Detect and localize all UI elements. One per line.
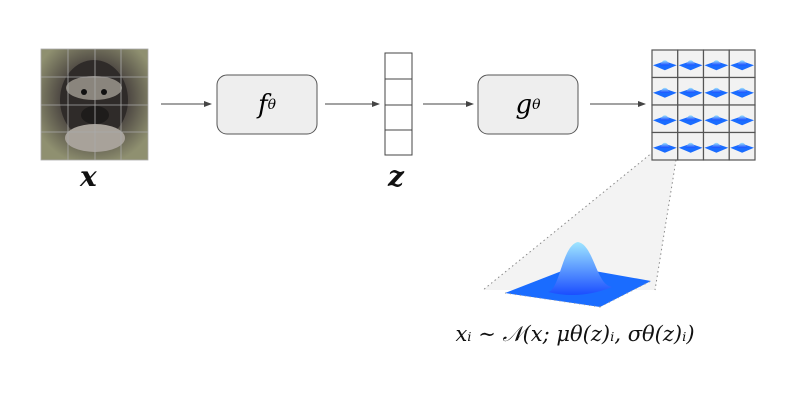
- output-cell-gaussian: [677, 50, 704, 78]
- latent-vector: [384, 52, 413, 156]
- output-cell-gaussian: [652, 50, 678, 78]
- output-cell-border: [728, 131, 756, 161]
- output-cell-gaussian: [677, 77, 704, 105]
- input-label: x: [80, 160, 97, 193]
- zoom-line-left: [482, 151, 654, 291]
- output-cell-gaussian: [729, 105, 755, 133]
- output-cell-gaussian: [652, 105, 678, 133]
- output-cell-gaussian: [703, 132, 730, 160]
- zoom-cone: [483, 152, 676, 290]
- encoder-box: [216, 74, 318, 135]
- output-cell-gaussian: [703, 77, 730, 105]
- output-cell-gaussian: [703, 105, 730, 133]
- output-cell-gaussian: [729, 50, 755, 78]
- output-cell-gaussian: [677, 132, 704, 160]
- decoder-subscript: θ: [532, 96, 541, 113]
- encoder-symbol: f: [257, 89, 268, 120]
- decoder-box: [477, 74, 579, 135]
- input-image: [40, 48, 149, 161]
- output-cell-gaussian: [729, 132, 755, 160]
- gaussian-surface-plot: [504, 242, 652, 308]
- encoder-subscript: θ: [267, 96, 277, 113]
- output-cell-gaussian: [703, 50, 730, 78]
- decoder-symbol: g: [515, 89, 533, 120]
- output-cell-gaussian: [652, 132, 678, 160]
- output-grid: [651, 49, 756, 161]
- output-cell-gaussian: [677, 105, 704, 133]
- latent-label: z: [388, 160, 404, 193]
- likelihood-formula: xᵢ ∼ 𝒩(x; μθ(z)ᵢ, σθ(z)ᵢ): [455, 322, 695, 346]
- output-cell-gaussian: [652, 77, 678, 105]
- output-cell-gaussian: [729, 77, 755, 105]
